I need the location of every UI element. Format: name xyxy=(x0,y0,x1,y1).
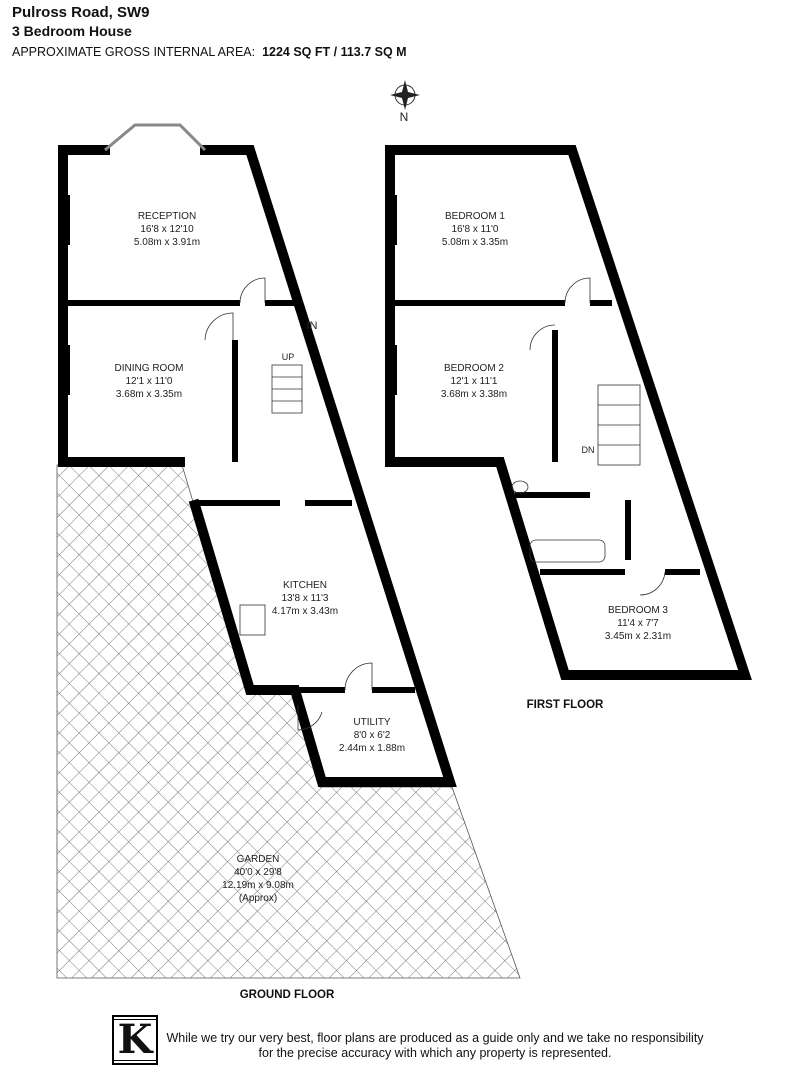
area-value: 1224 SQ FT / 113.7 SQ M xyxy=(262,45,407,59)
svg-text:16'8 x 11'0: 16'8 x 11'0 xyxy=(451,224,498,235)
room-label-utility: UTILITY 8'0 x 6'2 2.44m x 1.88m xyxy=(339,717,405,754)
room-label-reception: RECEPTION 16'8 x 12'10 5.08m x 3.91m xyxy=(134,211,200,248)
svg-text:16'8 x 12'10: 16'8 x 12'10 xyxy=(140,224,194,235)
first-floor-walls xyxy=(385,145,752,680)
staircase xyxy=(271,364,303,414)
svg-text:GARDEN: GARDEN xyxy=(237,854,280,865)
svg-text:BEDROOM 3: BEDROOM 3 xyxy=(608,605,668,616)
svg-text:12'1 x 11'0: 12'1 x 11'0 xyxy=(125,376,172,387)
garden-area xyxy=(56,464,521,979)
entrance-label: IN xyxy=(307,320,318,332)
room-label-dining-room: DINING ROOM 12'1 x 11'0 3.68m x 3.35m xyxy=(115,363,184,400)
svg-text:BEDROOM 2: BEDROOM 2 xyxy=(444,363,504,374)
svg-text:12'1 x 11'1: 12'1 x 11'1 xyxy=(450,376,497,387)
svg-text:3.45m x 2.31m: 3.45m x 2.31m xyxy=(605,631,671,642)
ground-floor-label: GROUND FLOOR xyxy=(240,989,335,1001)
svg-text:UTILITY: UTILITY xyxy=(353,717,391,728)
compass-north-label: N xyxy=(400,110,409,124)
svg-text:5.08m x 3.91m: 5.08m x 3.91m xyxy=(134,237,200,248)
logo-letter: K xyxy=(112,1019,158,1061)
svg-text:11'4 x 7'7: 11'4 x 7'7 xyxy=(617,618,659,629)
property-subtitle: 3 Bedroom House xyxy=(12,23,132,39)
svg-text:2.44m x 1.88m: 2.44m x 1.88m xyxy=(339,743,405,754)
stairs-up-label: UP xyxy=(282,352,295,362)
room-label-garden: GARDEN 40'0 x 29'8 12.19m x 9.08m (Appro… xyxy=(222,854,294,904)
first-floor-staircase xyxy=(597,384,641,466)
svg-text:(Approx): (Approx) xyxy=(239,893,277,904)
svg-text:5.08m x 3.35m: 5.08m x 3.35m xyxy=(442,237,508,248)
svg-text:13'8 x 11'3: 13'8 x 11'3 xyxy=(281,593,328,604)
svg-text:DINING ROOM: DINING ROOM xyxy=(115,363,184,374)
stairs-down-label: DN xyxy=(582,445,595,455)
first-floor-label: FIRST FLOOR xyxy=(527,699,604,711)
svg-text:BEDROOM 1: BEDROOM 1 xyxy=(445,211,505,222)
svg-text:3.68m x 3.38m: 3.68m x 3.38m xyxy=(441,389,507,400)
svg-text:4.17m x 3.43m: 4.17m x 3.43m xyxy=(272,606,338,617)
svg-text:8'0 x 6'2: 8'0 x 6'2 xyxy=(354,730,391,741)
svg-text:40'0 x 29'8: 40'0 x 29'8 xyxy=(234,867,282,878)
svg-text:12.19m x 9.08m: 12.19m x 9.08m xyxy=(222,880,294,891)
agency-logo: K xyxy=(112,1015,158,1065)
room-label-bedroom-2: BEDROOM 2 12'1 x 11'1 3.68m x 3.38m xyxy=(441,363,507,400)
room-label-bedroom-1: BEDROOM 1 16'8 x 11'0 5.08m x 3.35m xyxy=(442,211,508,248)
svg-text:RECEPTION: RECEPTION xyxy=(138,211,196,222)
disclaimer-text: While we try our very best, floor plans … xyxy=(166,1031,704,1060)
ground-floor-walls xyxy=(58,123,457,787)
room-label-kitchen: KITCHEN 13'8 x 11'3 4.17m x 3.43m xyxy=(272,580,338,617)
compass-rose-icon xyxy=(390,80,420,110)
property-title: Pulross Road, SW9 xyxy=(12,4,150,21)
area-label: APPROXIMATE GROSS INTERNAL AREA: xyxy=(12,45,256,59)
svg-text:KITCHEN: KITCHEN xyxy=(283,580,327,591)
room-label-bedroom-3: BEDROOM 3 11'4 x 7'7 3.45m x 2.31m xyxy=(605,605,671,642)
svg-text:3.68m x 3.35m: 3.68m x 3.35m xyxy=(116,389,182,400)
gross-area: APPROXIMATE GROSS INTERNAL AREA: 1224 SQ… xyxy=(12,45,407,59)
